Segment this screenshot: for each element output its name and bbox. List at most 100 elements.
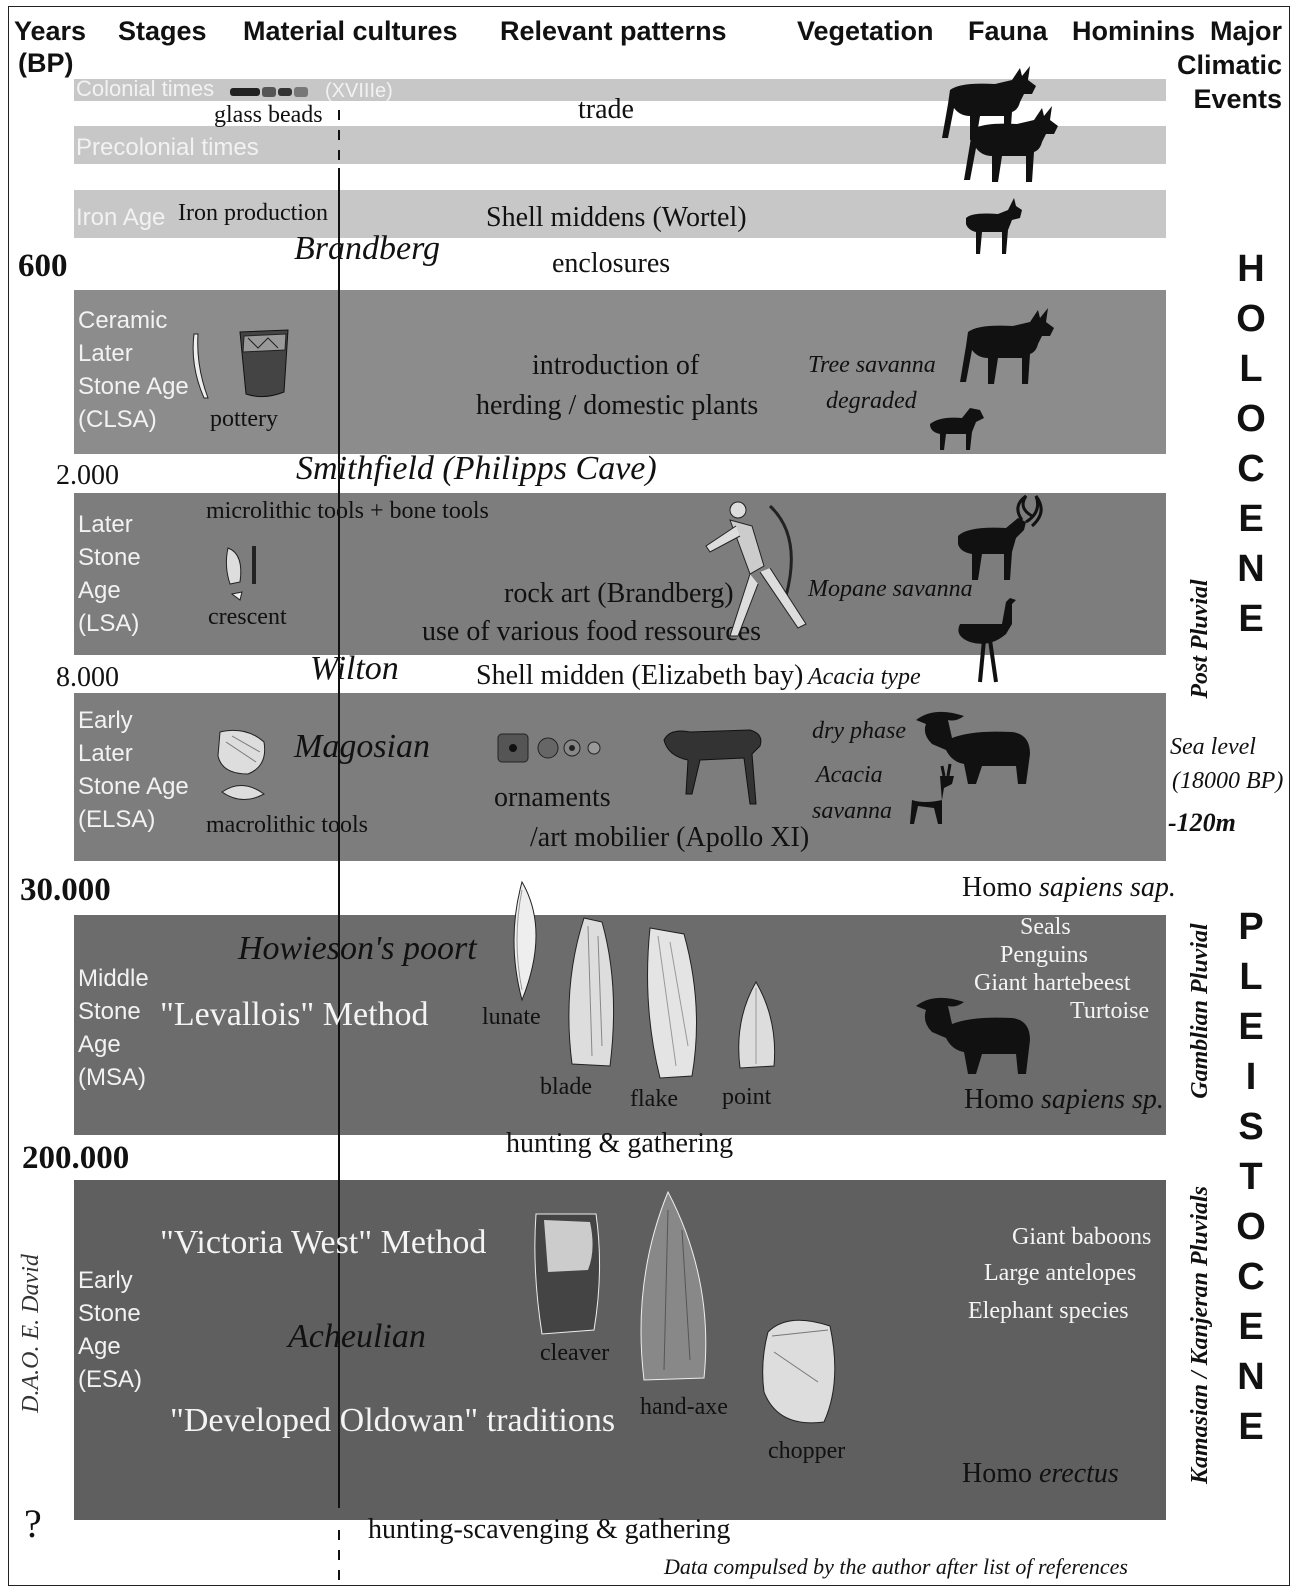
label-crescent: crescent xyxy=(208,604,287,630)
label-lunate: lunate xyxy=(482,1004,541,1030)
cleaver-tool-icon xyxy=(534,1213,601,1335)
cattle-icon xyxy=(942,66,1036,140)
header-years: Years xyxy=(14,16,87,46)
culture-victoria-west: "Victoria West" Method xyxy=(160,1224,487,1261)
credit-data-source: Data compulsed by the author after list … xyxy=(664,1554,1128,1579)
pattern-food-resources: use of various food ressources xyxy=(422,616,762,647)
crescent-tool-icon xyxy=(225,546,256,601)
header-fauna: Fauna xyxy=(968,16,1048,46)
climate-post-pluvial: Post Pluvial xyxy=(1187,579,1213,699)
climate-sea-level-line2: (18000 BP) xyxy=(1172,768,1284,794)
stage-msa: Middle Stone Age (MSA) xyxy=(78,965,149,1091)
climate-gamblian-pluvial: Gamblian Pluvial xyxy=(1187,923,1213,1099)
springbok-icon xyxy=(910,763,954,824)
label-glass-beads: glass beads xyxy=(214,102,323,128)
stage-xviii: (XVIIIe) xyxy=(325,80,393,102)
veg-acacia-line2: savanna xyxy=(812,798,892,824)
climate-kamasian-pluvials: Kamasian / Kanjeran Pluvials xyxy=(1187,1185,1213,1485)
fauna-turtoise: Turtoise xyxy=(1070,998,1150,1024)
label-point: point xyxy=(722,1084,772,1110)
pattern-hunting-scavenging: hunting-scavenging & gathering xyxy=(368,1514,731,1545)
year-600: 600 xyxy=(18,248,68,284)
cattle-icon xyxy=(960,308,1054,384)
culture-smithfield: Smithfield (Philipps Cave) xyxy=(296,450,657,487)
label-pottery: pottery xyxy=(210,406,278,432)
stage-esa: Early Stone Age (ESA) xyxy=(78,1267,143,1393)
art-mobilier-icon xyxy=(663,729,762,805)
label-hand-axe: hand-axe xyxy=(640,1394,728,1420)
header-relevant-patterns: Relevant patterns xyxy=(500,16,727,46)
lunate-tool-icon xyxy=(513,880,537,1002)
hand-axe-tool-icon xyxy=(640,1190,707,1381)
timeline-dashed-top xyxy=(338,110,340,165)
sheep-icon xyxy=(930,408,984,450)
band-elsa xyxy=(74,693,1166,861)
header-climatic-events: Major Climatic Events xyxy=(1176,16,1282,114)
pattern-trade: trade xyxy=(578,94,634,125)
year-8000: 8.000 xyxy=(56,662,119,693)
label-blade: blade xyxy=(540,1074,592,1100)
veg-dry-phase: dry phase xyxy=(812,718,906,744)
epoch-holocene: H O L O C E N E xyxy=(1236,248,1266,640)
culture-oldowan: "Developed Oldowan" traditions xyxy=(170,1402,616,1439)
pattern-herding-line1: introduction of xyxy=(532,350,700,381)
band-colonial xyxy=(74,79,1166,101)
flake-tool-icon xyxy=(647,927,697,1079)
pottery-icon xyxy=(192,329,289,399)
culture-levallois: "Levallois" Method xyxy=(160,996,429,1033)
pattern-shell-middens-wortel: Shell middens (Wortel) xyxy=(486,202,747,233)
point-tool-icon xyxy=(738,981,776,1069)
goat-icon xyxy=(966,198,1022,254)
stage-clsa: Ceramic Later Stone Age (CLSA) xyxy=(78,307,189,433)
stage-colonial: Colonial times xyxy=(76,76,215,101)
fauna-baboons: Giant baboons xyxy=(1012,1224,1152,1250)
culture-howiesons: Howieson's poort xyxy=(238,930,477,967)
buffalo-icon xyxy=(916,711,1030,784)
header-years-unit: (BP) xyxy=(18,48,74,78)
veg-acacia-line1: Acacia xyxy=(816,762,883,788)
veg-tree-savanna-line1: Tree savanna xyxy=(808,352,936,378)
diagram-frame xyxy=(8,6,1290,1586)
label-microlithic: microlithic tools + bone tools xyxy=(206,498,489,524)
header-hominins: Hominins xyxy=(1072,16,1196,46)
veg-tree-savanna-line2: degraded xyxy=(826,388,917,414)
pattern-art-mobilier: /art mobilier (Apollo XI) xyxy=(530,822,810,853)
pattern-hunting-gathering: hunting & gathering xyxy=(506,1128,734,1159)
header-stages: Stages xyxy=(118,16,207,46)
blade-tool-icon xyxy=(568,917,615,1067)
stage-elsa: Early Later Stone Age (ELSA) xyxy=(78,707,189,833)
credit-dao: D.A.O. E. David xyxy=(17,1254,44,1413)
stage-precolonial: Precolonial times xyxy=(76,134,259,161)
pattern-shell-midden-elizabeth: Shell midden (Elizabeth bay) xyxy=(476,660,804,691)
climate-sea-level-line3: -120m xyxy=(1168,808,1236,837)
year-2000: 2.000 xyxy=(56,460,119,491)
year-unknown: ? xyxy=(24,1501,42,1546)
fauna-antelopes: Large antelopes xyxy=(984,1260,1137,1286)
buffalo-icon xyxy=(916,997,1030,1074)
label-iron-production: Iron production xyxy=(178,200,328,226)
label-chopper: chopper xyxy=(768,1438,846,1464)
epoch-pleistocene: P L E I S T O C E N E xyxy=(1236,906,1266,1448)
stage-lsa: Later Stone Age (LSA) xyxy=(78,511,141,637)
header-vegetation: Vegetation xyxy=(797,16,934,46)
header-material-cultures: Material cultures xyxy=(243,16,458,46)
label-cleaver: cleaver xyxy=(540,1340,610,1366)
label-flake: flake xyxy=(630,1086,678,1112)
pattern-herding-line2: herding / domestic plants xyxy=(476,390,759,421)
hominin-sapiens-sp: Homo sapiens sp. xyxy=(964,1084,1164,1115)
veg-acacia-type: Acacia type xyxy=(808,664,921,690)
timeline-dashed-bottom xyxy=(338,1530,340,1585)
culture-wilton: Wilton xyxy=(310,650,399,687)
cattle-icon xyxy=(964,106,1058,182)
pattern-ornaments: ornaments xyxy=(494,782,611,813)
archer-icon xyxy=(705,501,807,637)
timeline-line xyxy=(338,168,340,1508)
fauna-elephant: Elephant species xyxy=(968,1298,1129,1324)
year-200000: 200.000 xyxy=(22,1140,130,1176)
hominin-sapiens-sapiens: Homo sapiens sap. xyxy=(962,872,1176,903)
pattern-rock-art: rock art (Brandberg) xyxy=(504,578,734,609)
stage-iron-age: Iron Age xyxy=(76,204,166,231)
ostrich-icon xyxy=(958,598,1016,683)
fauna-hartebeest: Giant hartebeest xyxy=(974,970,1131,996)
chopper-tool-icon xyxy=(762,1319,836,1424)
